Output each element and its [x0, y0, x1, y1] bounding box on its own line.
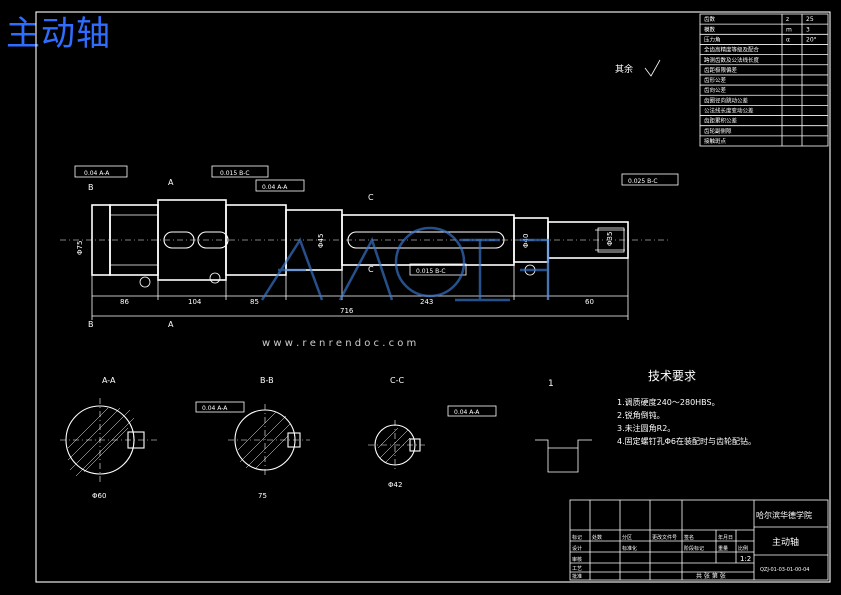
dim-section-b: 75: [258, 492, 267, 500]
dim-gear-diameter: Φ75: [76, 241, 84, 255]
svg-text:A: A: [168, 178, 174, 187]
tolerance-2: 0.015 B-C: [220, 170, 250, 177]
surface-roughness-note: 其余: [615, 59, 661, 77]
svg-text:分区: 分区: [622, 534, 632, 541]
section-views: A-A B-B C-C 0.04 A-A Φ60 75: [60, 376, 592, 500]
dim-d2: 104: [188, 298, 202, 306]
tolerance-5: 0.015 B-C: [416, 268, 446, 275]
svg-text:批准: 批准: [572, 573, 582, 580]
dim-d4: 243: [420, 298, 433, 306]
svg-text:B: B: [88, 183, 94, 192]
tech-req-item-2: 2.锐角倒钝。: [617, 410, 665, 420]
svg-text:C: C: [368, 193, 374, 202]
svg-text:标记: 标记: [572, 534, 582, 541]
dim-section-a: Φ60: [92, 492, 106, 500]
gear-table-label-6: 齿形公差: [704, 76, 727, 84]
surface-note-text: 其余: [615, 63, 633, 75]
gear-table-label-5: 齿距极限偏差: [704, 66, 738, 74]
tech-req-heading: 技术要求: [648, 369, 696, 383]
tech-req-item-3: 3.未注圆角R2。: [617, 423, 675, 433]
dim-shaft-d1: Φ45: [317, 234, 325, 248]
gear-table-label-11: 齿轮副侧隙: [704, 127, 732, 135]
tolerance-4: 0.025 B-C: [628, 178, 658, 185]
gear-table-label-7: 齿向公差: [704, 86, 727, 94]
title-block-part: 主动轴: [772, 536, 799, 548]
title-block-scale: 1:2: [740, 555, 751, 563]
tolerance-aa: 0.04 A-A: [202, 405, 228, 412]
title-block-drawing-no: QZJ-01-03-01-00-04: [760, 567, 810, 573]
detail-marker: 1: [548, 379, 554, 389]
svg-text:处数: 处数: [592, 534, 602, 541]
svg-text:比例: 比例: [738, 545, 748, 552]
svg-text:签名: 签名: [684, 534, 694, 541]
svg-text:重量: 重量: [718, 545, 728, 552]
tolerance-frames: 0.04 A-A 0.015 B-C 0.04 A-A 0.025 B-C 0.…: [74, 165, 679, 276]
dim-d3: 85: [250, 298, 259, 306]
gear-table-label-0: 齿数: [704, 15, 716, 23]
gear-table-label-2: 压力角: [704, 35, 721, 43]
gear-table-label-10: 齿距累积公差: [704, 117, 738, 125]
title-block-sheet: 共 张 第 张: [696, 572, 726, 580]
svg-text:审核: 审核: [572, 556, 582, 563]
svg-text:阶段标记: 阶段标记: [684, 545, 704, 552]
drawing-border: [35, 11, 831, 583]
gear-table-val-2: 20°: [806, 36, 817, 43]
svg-text:标准化: 标准化: [622, 545, 637, 552]
tolerance-1: 0.04 A-A: [84, 170, 110, 177]
tech-req-item-1: 1.调质硬度240～280HBS。: [617, 397, 720, 407]
svg-text:设计: 设计: [572, 545, 582, 552]
dim-total: 716: [340, 307, 354, 315]
svg-text:B: B: [88, 320, 94, 329]
dim-d1: 86: [120, 298, 129, 306]
dim-section-c: Φ42: [388, 481, 402, 489]
dim-d5: 60: [585, 298, 594, 306]
page-title: 主动轴: [6, 14, 111, 54]
svg-text:A: A: [168, 320, 174, 329]
technical-requirements: 技术要求 1.调质硬度240～280HBS。 2.锐角倒钝。 3.未注圆角R2。…: [617, 369, 756, 446]
gear-table-sym-2: α: [786, 36, 790, 43]
title-block: 哈尔滨华德学院 主动轴 1:2 共 张 第 张 QZJ-01-03-01-00-…: [569, 499, 829, 581]
tech-req-item-4: 4.固定螺钉孔Φ6在装配时与齿轮配钻。: [617, 436, 756, 446]
title-block-school: 哈尔滨华德学院: [756, 510, 812, 520]
watermark-url: w w w . r e n r e n d o c . c o m: [262, 338, 416, 349]
svg-text:更改文件号: 更改文件号: [652, 534, 677, 541]
gear-table-label-1: 模数: [704, 25, 716, 33]
gear-table-val-0: 25: [806, 16, 814, 23]
tolerance-cc: 0.04 A-A: [454, 409, 480, 416]
watermark: w w w . r e n r e n d o c . c o m: [260, 226, 550, 349]
svg-text:C: C: [368, 265, 374, 274]
gear-table-label-8: 齿圈径向跳动公差: [704, 96, 749, 104]
gear-table-label-9: 公法线长度变动公差: [704, 107, 754, 115]
shaft-main-view: 86 104 85 243 60 716 Φ75 Φ45 Φ40 Φ35 B B…: [60, 178, 670, 329]
dim-shaft-d3: Φ35: [606, 232, 614, 246]
tolerance-3: 0.04 A-A: [262, 184, 288, 191]
gear-table-label-4: 跨测齿数及公法线长度: [704, 56, 760, 64]
section-bb-label: B-B: [260, 376, 274, 385]
svg-text:工艺: 工艺: [572, 566, 582, 572]
gear-table-sym-1: m: [786, 26, 792, 33]
section-cc-label: C-C: [390, 376, 404, 385]
gear-table-val-1: 3: [806, 26, 810, 33]
gear-table-label-3: 全齿高精度等级及配合: [704, 46, 760, 54]
section-aa-label: A-A: [102, 376, 116, 385]
gear-table-label-12: 接触斑点: [704, 137, 727, 145]
gear-parameter-table: 齿数 z 25 模数 m 3 压力角 α 20° 全齿高精度等级及配合跨测齿数及公法线长度齿距极限…: [699, 13, 829, 147]
gear-table-sym-0: z: [786, 16, 789, 23]
svg-text:年月日: 年月日: [718, 534, 733, 541]
